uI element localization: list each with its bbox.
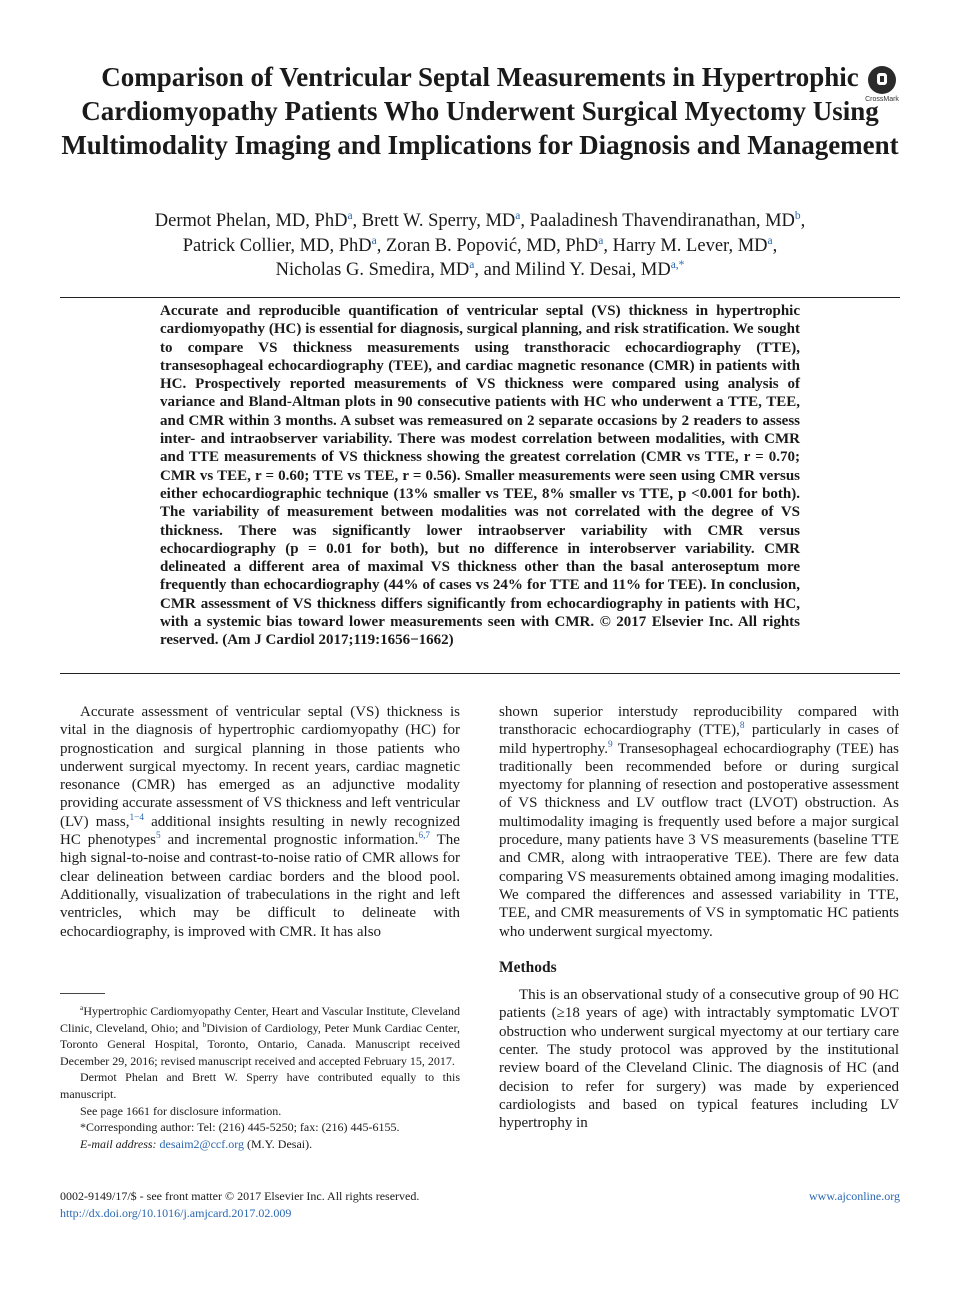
author-name: Nicholas G. Smedira, MD (275, 260, 470, 280)
doi-link[interactable]: http://dx.doi.org/10.1016/j.amjcard.2017… (60, 1206, 292, 1220)
footnotes: aHypertrophic Cardiomyopathy Center, Hea… (60, 1003, 460, 1152)
footnote-divider (60, 993, 105, 994)
affiliation-mark: a (80, 1003, 84, 1012)
author-name: Zoran B. Popović, MD, PhD (386, 235, 599, 256)
affiliation-mark[interactable]: a (598, 234, 604, 247)
reference-citation[interactable]: 8 (739, 721, 745, 732)
author-line: Patrick Collier, MD, PhDa, Zoran B. Popo… (60, 234, 900, 259)
body-text: additional insights resulting in newly r… (60, 813, 461, 849)
affiliation-b: Division of Cardiology, Peter Munk Cardi… (60, 1020, 460, 1068)
disclosure-note: See page 1661 for disclosure information… (80, 1103, 282, 1118)
author-name: Harry M. Lever, MD (612, 235, 768, 256)
author-line: Dermot Phelan, MD, PhDa, Brett W. Sperry… (60, 209, 900, 234)
author-name: Brett W. Sperry, MD (361, 211, 516, 231)
body-text: shown superior interstudy reproducibilit… (499, 704, 899, 739)
affiliation-mark[interactable]: a (515, 209, 521, 222)
equal-contribution-note: Dermot Phelan and Brett W. Sperry have c… (60, 1070, 460, 1101)
email-owner: (M.Y. Desai). (244, 1136, 313, 1151)
reference-citation[interactable]: 6,7 (418, 831, 431, 842)
author-separator: , (520, 211, 530, 231)
crossmark-badge[interactable]: CrossMark (862, 66, 902, 103)
crossmark-icon (868, 66, 896, 94)
author-name: Patrick Collier, MD, PhD (182, 235, 372, 256)
body-text: The high signal-to-noise and contrast-to… (60, 832, 460, 940)
abstract: Accurate and reproducible quantification… (160, 303, 800, 649)
intro-paragraph: Accurate assessment of ventricular septa… (60, 703, 460, 941)
body-text: Transesophageal echocardiography (TEE) h… (499, 740, 899, 940)
corresponding-author: *Corresponding author: Tel: (216) 445-52… (80, 1120, 400, 1135)
email-line: E-mail address: desaim2@ccf.org (M.Y. De… (60, 1136, 460, 1153)
affiliation-mark[interactable]: b (794, 209, 801, 222)
affiliation-a: Hypertrophic Cardiomyopathy Center, Hear… (60, 1004, 460, 1035)
body-text: particularly in cases of mild hypertroph… (499, 722, 899, 757)
email-label: E-mail address: (80, 1136, 157, 1151)
body-text: and incremental prognostic information. (160, 832, 419, 849)
crossmark-label: CrossMark (865, 96, 899, 103)
publication-info: 0002-9149/17/$ - see front matter © 2017… (60, 1188, 419, 1222)
author-list: Dermot Phelan, MD, PhDa, Brett W. Sperry… (60, 209, 900, 283)
body-text: Accurate assessment of ventricular septa… (60, 704, 460, 830)
author-name: Dermot Phelan, MD, PhD (154, 211, 348, 231)
methods-paragraph: This is an observational study of a cons… (499, 987, 899, 1132)
reference-citation[interactable]: 9 (607, 739, 613, 750)
body-column-right: shown superior interstudy reproducibilit… (499, 703, 899, 1133)
affiliation-mark[interactable]: a (347, 209, 353, 222)
author-line: Nicholas G. Smedira, MDa, and Milind Y. … (60, 258, 900, 283)
article-title: Comparison of Ventricular Septal Measure… (61, 62, 899, 160)
affiliation-mark[interactable]: a (469, 258, 475, 271)
author-separator: , (800, 211, 806, 231)
author-separator: , (376, 235, 386, 256)
author-name: Milind Y. Desai, MD (514, 260, 671, 280)
email-link[interactable]: desaim2@ccf.org (159, 1136, 245, 1151)
author-separator: , and (474, 260, 515, 280)
intro-paragraph-continued: shown superior interstudy reproducibilit… (499, 703, 899, 941)
header-divider (60, 297, 900, 298)
author-separator: , (772, 235, 778, 256)
journal-website-link[interactable]: www.ajconline.org (809, 1189, 900, 1203)
reference-citation[interactable]: 1−4 (129, 812, 145, 823)
methods-heading: Methods (499, 958, 557, 976)
affiliation-mark: b (202, 1019, 207, 1029)
author-separator: , (352, 211, 362, 231)
reference-citation[interactable]: 5 (156, 831, 161, 842)
affiliation-mark[interactable]: a,* (670, 258, 685, 271)
body-column-left: Accurate assessment of ventricular septa… (60, 703, 460, 941)
author-separator: , (603, 235, 613, 256)
author-name: Paaladinesh Thavendiranathan, MD (529, 211, 795, 231)
affiliation-mark[interactable]: a (767, 234, 773, 247)
affiliations-footnote: aHypertrophic Cardiomyopathy Center, Hea… (60, 1003, 460, 1069)
issn-copyright: 0002-9149/17/$ - see front matter © 2017… (60, 1189, 420, 1203)
affiliation-mark[interactable]: a (371, 234, 377, 247)
abstract-divider (60, 673, 900, 674)
